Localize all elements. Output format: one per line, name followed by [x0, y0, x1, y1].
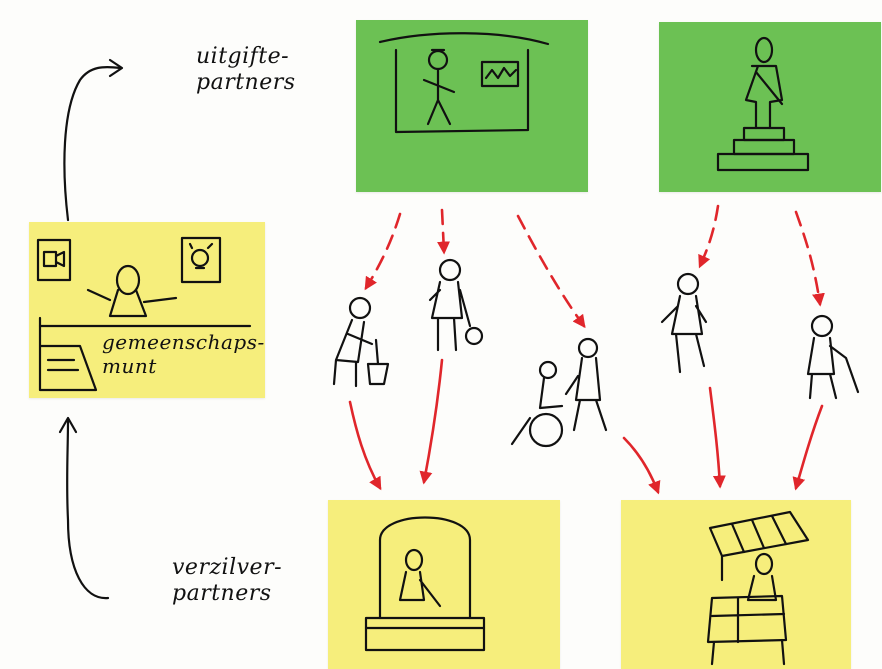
- cycle-arrow-return: [60, 418, 108, 598]
- red-solid-arrows: [350, 360, 822, 492]
- currency-desk-sketch-icon: [38, 238, 250, 390]
- statue-sketch-icon: [718, 38, 808, 170]
- person-with-shovel-icon: [334, 298, 388, 386]
- walking-person-icon: [662, 274, 706, 372]
- person-with-basket-icon: [430, 260, 482, 350]
- person-with-cane-icon: [808, 316, 858, 398]
- market-stall-sketch-icon: [708, 512, 808, 664]
- person-with-wheelchair-icon: [512, 339, 606, 446]
- doctor-sketch-icon: [380, 33, 548, 132]
- kiosk-sketch-icon: [366, 518, 484, 651]
- cycle-arrow-up: [64, 60, 122, 220]
